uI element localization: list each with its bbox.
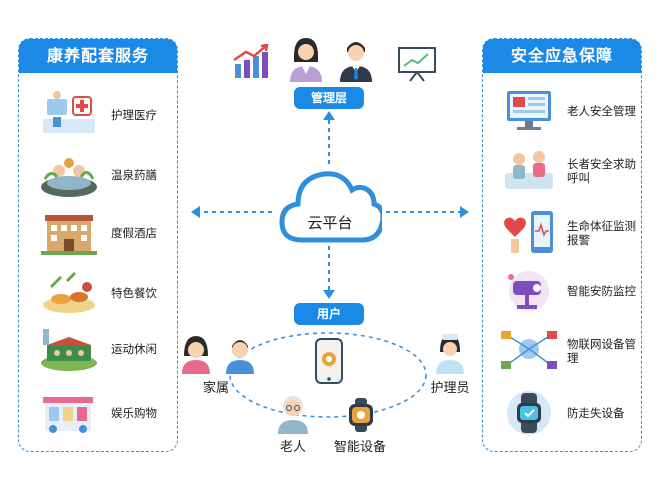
growth-chart-icon (233, 44, 269, 78)
help-call-icon (505, 151, 553, 189)
safety-item-label: 长者安全求助呼叫 (567, 157, 636, 185)
safety-item-label: 老人安全管理 (567, 104, 636, 118)
hotel-icon (41, 215, 97, 255)
smart-watch-icon (349, 398, 373, 432)
service-panel: 康养配套服务 护理医疗 温泉药膳 (18, 38, 178, 452)
service-item-label: 特色餐饮 (111, 286, 157, 300)
safety-panel: 安全应急保障 老人安全管理 长者安全求助呼叫 (482, 38, 642, 452)
safety-item-iot-device: 物联网设备管理 (483, 325, 643, 381)
safety-item-elder-safety: 老人安全管理 (483, 85, 643, 141)
safety-item-anti-lost: 防走失设备 (483, 387, 643, 443)
management-layer-tag: 管理层 (294, 87, 364, 109)
shopping-icon (43, 397, 93, 433)
iot-device-icon (501, 331, 557, 369)
elder-label: 老人 (279, 440, 306, 455)
service-item-hotel: 度假酒店 (19, 207, 179, 263)
service-panel-title: 康养配套服务 (19, 39, 177, 73)
medical-care-icon (43, 91, 95, 133)
service-item-sports: 运动休闲 (19, 323, 179, 379)
caregiver-icon (436, 334, 464, 374)
female-manager-icon (290, 38, 322, 82)
cloud-platform-label: 云平台 (307, 214, 353, 232)
family-female-icon (182, 336, 210, 374)
safety-item-security-camera: 智能安防监控 (483, 265, 643, 321)
service-item-dining: 特色餐饮 (19, 267, 179, 323)
user-layer-tag: 用户 (294, 303, 364, 325)
service-item-label: 娱乐购物 (111, 406, 157, 420)
anti-lost-icon (507, 391, 551, 435)
family-male-icon (226, 340, 254, 374)
smartphone-icon (315, 338, 343, 384)
caregiver-label: 护理员 (430, 381, 470, 396)
safety-item-label: 防走失设备 (567, 406, 625, 420)
family-label: 家属 (202, 381, 229, 396)
service-item-label: 温泉药膳 (111, 168, 157, 182)
security-camera-icon (508, 271, 549, 311)
safety-item-vital-signs: 生命体征监测报警 (483, 207, 643, 263)
service-item-medical: 护理医疗 (19, 89, 179, 145)
dining-icon (43, 271, 95, 313)
safety-panel-title: 安全应急保障 (483, 39, 641, 73)
vital-signs-icon (504, 211, 553, 253)
hot-spring-icon (41, 158, 97, 197)
elder-safety-icon (507, 91, 551, 130)
safety-item-label: 智能安防监控 (567, 284, 636, 298)
service-item-hot-spring: 温泉药膳 (19, 149, 179, 205)
sports-icon (41, 329, 97, 371)
service-item-label: 护理医疗 (111, 108, 157, 122)
male-manager-icon (340, 42, 372, 82)
service-item-label: 度假酒店 (111, 226, 157, 240)
safety-item-help-call: 长者安全求助呼叫 (483, 145, 643, 201)
presentation-board-icon (398, 47, 436, 82)
cloud-platform-icon (279, 171, 382, 243)
service-item-label: 运动休闲 (111, 342, 157, 356)
smart-device-label: 智能设备 (333, 440, 386, 455)
safety-item-label: 物联网设备管理 (567, 337, 636, 365)
safety-item-label: 生命体征监测报警 (567, 219, 636, 247)
service-item-shopping: 娱乐购物 (19, 387, 179, 443)
elder-icon (278, 396, 308, 434)
